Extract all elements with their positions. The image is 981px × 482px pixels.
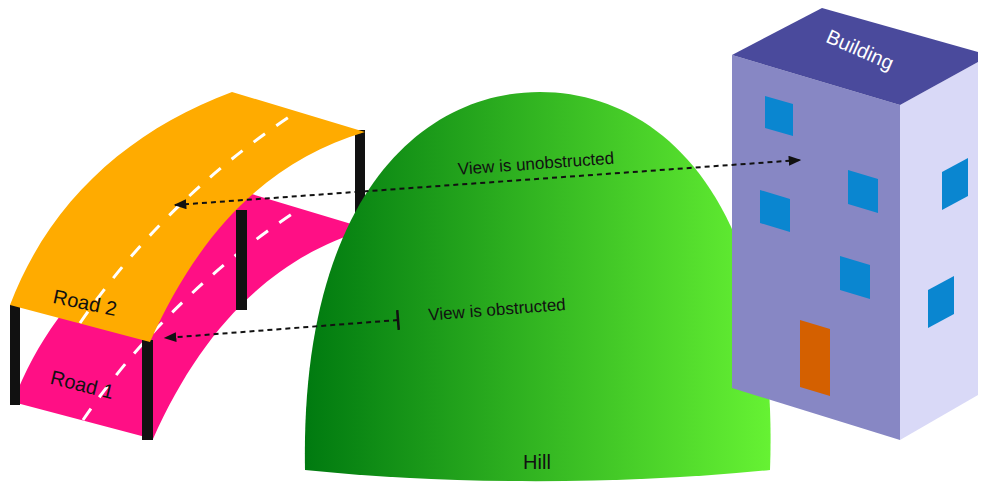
hill-label: Hill <box>523 451 551 474</box>
building-block: Building <box>730 5 980 445</box>
road-deck: Road 2 <box>8 88 370 348</box>
hill-dome: Hill <box>300 88 775 482</box>
hill-dome-shape <box>300 88 775 482</box>
sight-line <box>165 320 398 338</box>
building-block-shape <box>730 5 980 445</box>
